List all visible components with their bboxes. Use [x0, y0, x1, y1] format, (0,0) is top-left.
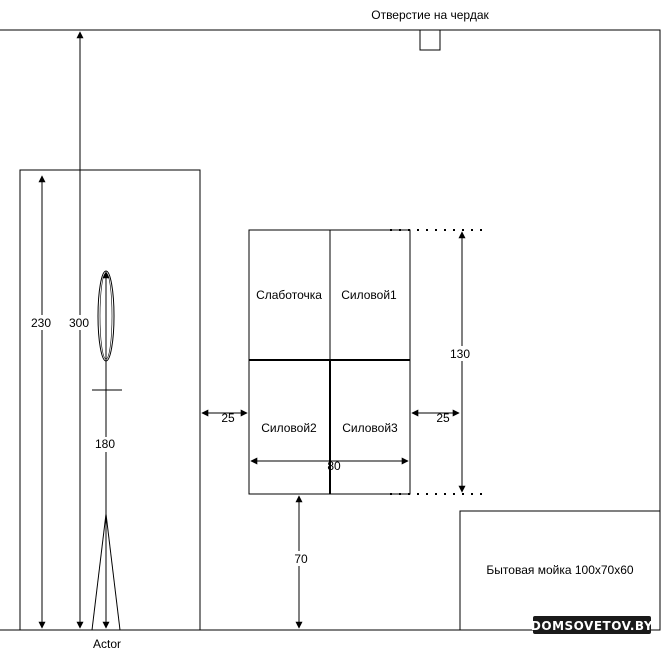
box-power1-label: Силовой1	[341, 288, 397, 302]
box-power2-label: Силовой2	[261, 421, 317, 435]
door	[19, 169, 201, 631]
gap-left-label: 25	[221, 411, 235, 425]
gap-right-label: 25	[436, 411, 450, 425]
wall-height-label: 300	[69, 316, 89, 330]
door-height-label: 230	[31, 316, 51, 330]
actor-label: Actor	[93, 637, 121, 651]
attic-hole	[419, 29, 441, 51]
boxes-width-label: 80	[327, 459, 341, 473]
watermark-text: DOMSOVETOV.BY	[531, 619, 653, 633]
person-height-label: 180	[95, 437, 115, 451]
floor-gap-label: 70	[294, 552, 308, 566]
box-weak-label: Слаботочка	[256, 288, 322, 302]
watermark: DOMSOVETOV.BY	[531, 616, 653, 634]
boxes-height-label: 130	[450, 347, 470, 361]
box-power3-label: Силовой3	[342, 421, 398, 435]
sink-label: Бытовая мойка 100х70х60	[486, 563, 633, 577]
attic-hole-label: Отверстие на чердак	[371, 8, 489, 22]
